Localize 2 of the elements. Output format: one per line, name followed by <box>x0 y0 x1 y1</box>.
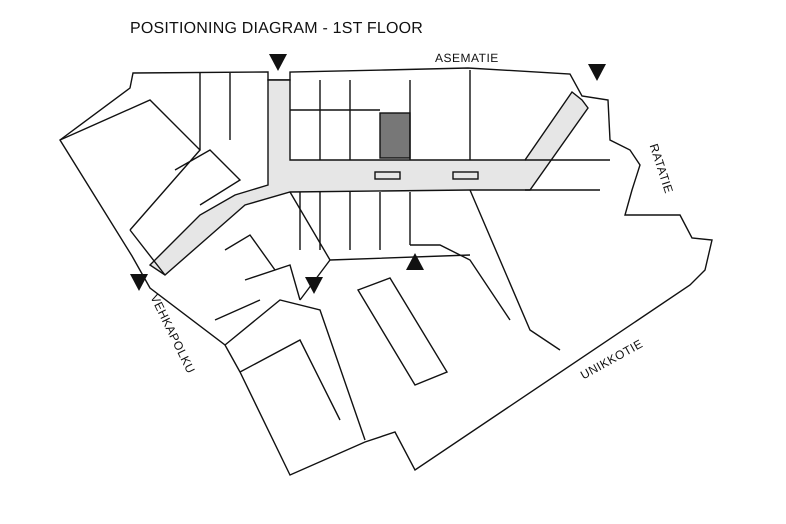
street-label: ASEMATIE <box>435 51 499 65</box>
diagram-title: POSITIONING DIAGRAM - 1ST FLOOR <box>130 20 424 38</box>
